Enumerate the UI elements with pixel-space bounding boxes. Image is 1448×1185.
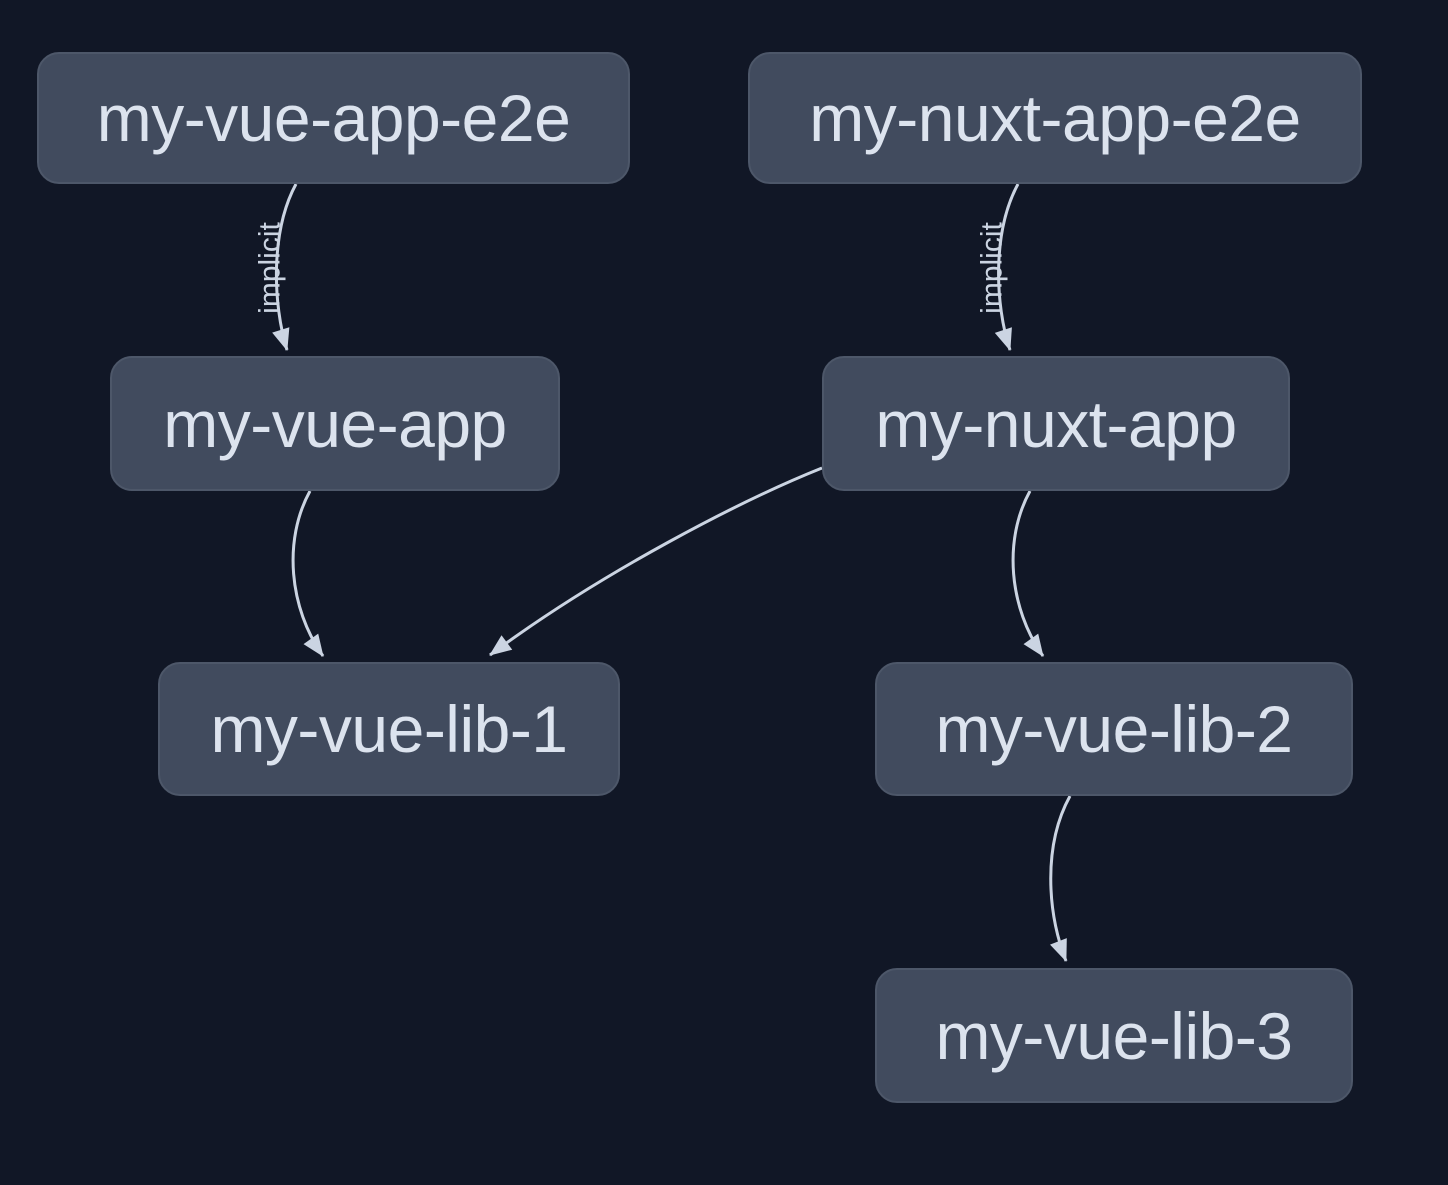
node-label: my-nuxt-app	[875, 386, 1237, 461]
node-label: my-nuxt-app-e2e	[809, 81, 1301, 155]
node-label: my-vue-app	[163, 386, 507, 461]
node-my-vue-app-e2e[interactable]: my-vue-app-e2e	[37, 52, 630, 184]
node-my-nuxt-app-e2e[interactable]: my-nuxt-app-e2e	[748, 52, 1362, 184]
edge-my-nuxt-app-e2e-to-my-nuxt-app[interactable]	[994, 183, 1020, 351]
edge-my-vue-app-e2e-to-my-vue-app[interactable]	[272, 183, 298, 351]
node-my-vue-lib-2[interactable]: my-vue-lib-2	[875, 662, 1353, 796]
node-my-nuxt-app[interactable]: my-nuxt-app	[822, 356, 1290, 491]
node-my-vue-app[interactable]: my-vue-app	[110, 356, 560, 491]
edge-label-implicit: implicit	[254, 222, 287, 314]
edge-my-nuxt-app-to-my-vue-lib-2[interactable]	[1011, 490, 1045, 657]
node-my-vue-lib-1[interactable]: my-vue-lib-1	[158, 662, 620, 796]
edge-my-vue-app-to-my-vue-lib-1[interactable]	[291, 490, 325, 657]
edge-label-implicit: implicit	[976, 222, 1009, 314]
edge-my-nuxt-app-to-my-vue-lib-1[interactable]	[489, 466, 823, 657]
node-label: my-vue-lib-2	[935, 692, 1293, 766]
node-label: my-vue-lib-3	[935, 998, 1293, 1073]
node-label: my-vue-app-e2e	[96, 81, 571, 155]
edge-my-vue-lib-2-to-my-vue-lib-3[interactable]	[1049, 795, 1072, 962]
node-my-vue-lib-3[interactable]: my-vue-lib-3	[875, 968, 1353, 1103]
node-label: my-vue-lib-1	[210, 692, 568, 766]
